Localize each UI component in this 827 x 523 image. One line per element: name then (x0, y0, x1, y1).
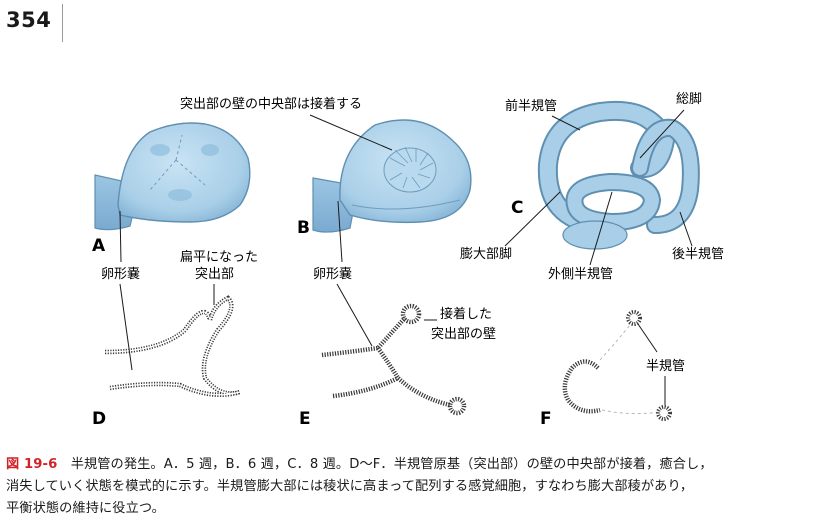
caption-line-3: 平衡状態の維持に役立つ。 (6, 501, 165, 516)
panel-d-drawing (104, 295, 241, 398)
caption-line-2: 消失していく状態を模式的に示す。半規管膨大部には稜状に高まって配列する感覚細胞，… (6, 479, 694, 494)
caption-label: 図 19-6 (6, 457, 58, 472)
label-b-attach: 突出部の壁の中央部は接着する (180, 96, 362, 112)
panel-b-letter: B (297, 218, 310, 238)
caption-text-1: 半規管の発生。A．5 週，B．6 週，C．8 週。D～F．半規管原基（突出部）の… (70, 457, 713, 472)
header-divider (62, 4, 63, 42)
panel-f-drawing (562, 310, 672, 421)
panel-a-drawing (94, 122, 251, 231)
label-e-attached-1: 接着した (440, 306, 492, 322)
label-c-ampulla: 膨大部脚 (460, 246, 512, 262)
figure-caption: 図 19-6 半規管の発生。A．5 週，B．6 週，C．8 週。D～F．半規管原… (6, 454, 821, 520)
label-c-lateral: 外側半規管 (548, 267, 613, 282)
label-f-canal: 半規管 (646, 359, 685, 374)
label-d-flattened-1: 扁平になった (180, 250, 258, 265)
panel-a-letter: A (92, 236, 106, 256)
panel-d-letter: D (92, 409, 106, 429)
label-e-attached-2: 突出部の壁 (431, 326, 496, 342)
label-c-crus: 総脚 (676, 91, 702, 107)
label-c-anterior: 前半規管 (505, 98, 557, 114)
label-d-flattened-2: 突出部 (195, 266, 234, 282)
panel-e-letter: E (299, 409, 311, 429)
figure-19-6: A 卵形嚢 B 突出部の壁の中央部は接着する 卵形嚢 C 前半規管 総脚 膨大部… (92, 91, 724, 429)
panel-e-drawing (321, 303, 467, 416)
panel-f-letter: F (540, 409, 552, 429)
caption-line-1: 図 19-6 半規管の発生。A．5 週，B．6 週，C．8 週。D～F．半規管原… (6, 454, 821, 476)
panel-b-drawing (312, 119, 472, 233)
panel-c-drawing (537, 100, 700, 250)
label-c-posterior: 後半規管 (672, 247, 724, 262)
page-number: 354 (6, 8, 52, 32)
panel-c-letter: C (511, 198, 523, 218)
label-a-utricle: 卵形嚢 (101, 266, 140, 282)
label-b-utricle: 卵形嚢 (313, 266, 352, 282)
